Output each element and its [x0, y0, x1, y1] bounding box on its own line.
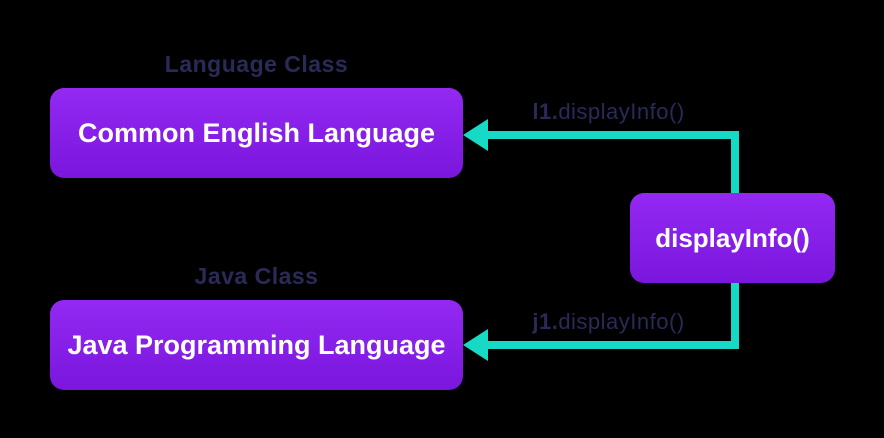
- call-label-l1-method: displayInfo(): [558, 99, 685, 124]
- display-info-method-label: displayInfo(): [655, 222, 810, 253]
- call-label-j1: j1.displayInfo(): [478, 309, 739, 335]
- arrowhead-left-top-icon: [463, 119, 488, 151]
- language-class-box-label: Common English Language: [77, 117, 435, 148]
- java-class-box-label: Java Programming Language: [67, 329, 446, 360]
- call-label-j1-method: displayInfo(): [558, 309, 685, 334]
- java-class-box: Java Programming Language: [50, 300, 463, 390]
- call-label-l1-prefix: l1.: [532, 99, 559, 124]
- arrow-horizontal-segment-top: [478, 131, 739, 139]
- arrow-vertical-segment-top: [731, 131, 739, 193]
- language-class-caption: Language Class: [164, 51, 349, 77]
- arrow-horizontal-segment-bottom: [478, 341, 739, 349]
- language-class-box: Common English Language: [50, 88, 463, 178]
- call-label-l1: l1.displayInfo(): [478, 99, 739, 125]
- arrowhead-left-bottom-icon: [463, 329, 488, 361]
- arrow-vertical-segment-bottom: [731, 283, 739, 349]
- display-info-method-box: displayInfo(): [630, 193, 835, 283]
- call-label-j1-prefix: j1.: [532, 309, 559, 334]
- java-class-caption: Java Class: [194, 263, 319, 289]
